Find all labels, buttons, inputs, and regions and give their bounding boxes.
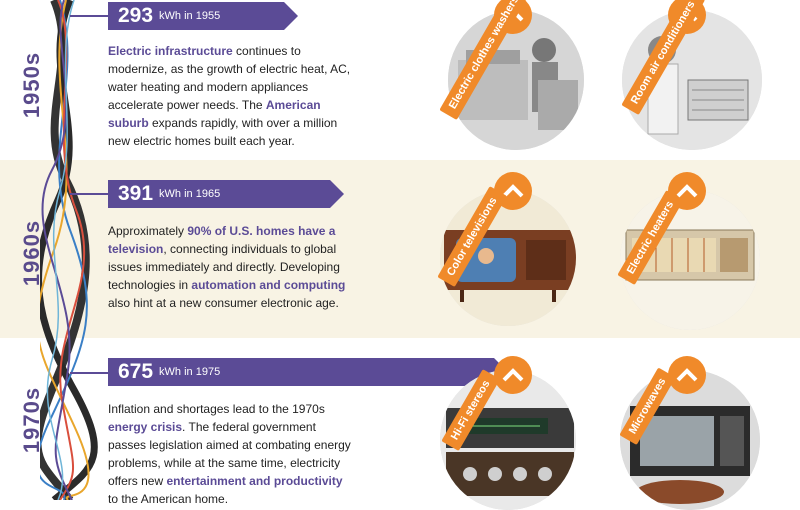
timeline-tick (70, 372, 110, 374)
twisted-cables-graphic (40, 0, 98, 500)
decade-description: Approximately 90% of U.S. homes have a t… (108, 224, 346, 310)
decade-description: Electric infrastructure continues to mod… (108, 44, 351, 148)
arrow-up-icon (494, 356, 532, 394)
arrow-up-icon (668, 356, 706, 394)
kwh-label: kWh in 1955 (159, 10, 221, 22)
decade-label: 1960s (19, 219, 44, 287)
kwh-banner: 293 kWh in 1955 (108, 2, 298, 30)
decade-label: 1950s (19, 51, 44, 119)
decade-description: Inflation and shortages lead to the 1970… (108, 402, 351, 506)
kwh-banner: 391 kWh in 1965 (108, 180, 344, 208)
kwh-value: 675 (118, 360, 154, 383)
kwh-value: 293 (118, 4, 154, 27)
timeline-tick (70, 193, 110, 195)
kwh-label: kWh in 1965 (159, 188, 221, 200)
decade-label: 1970s (19, 386, 44, 454)
timeline-tick (70, 15, 110, 17)
kwh-label: kWh in 1975 (159, 366, 221, 378)
kwh-banner: 675 kWh in 1975 (108, 358, 508, 386)
kwh-value: 391 (118, 182, 154, 205)
